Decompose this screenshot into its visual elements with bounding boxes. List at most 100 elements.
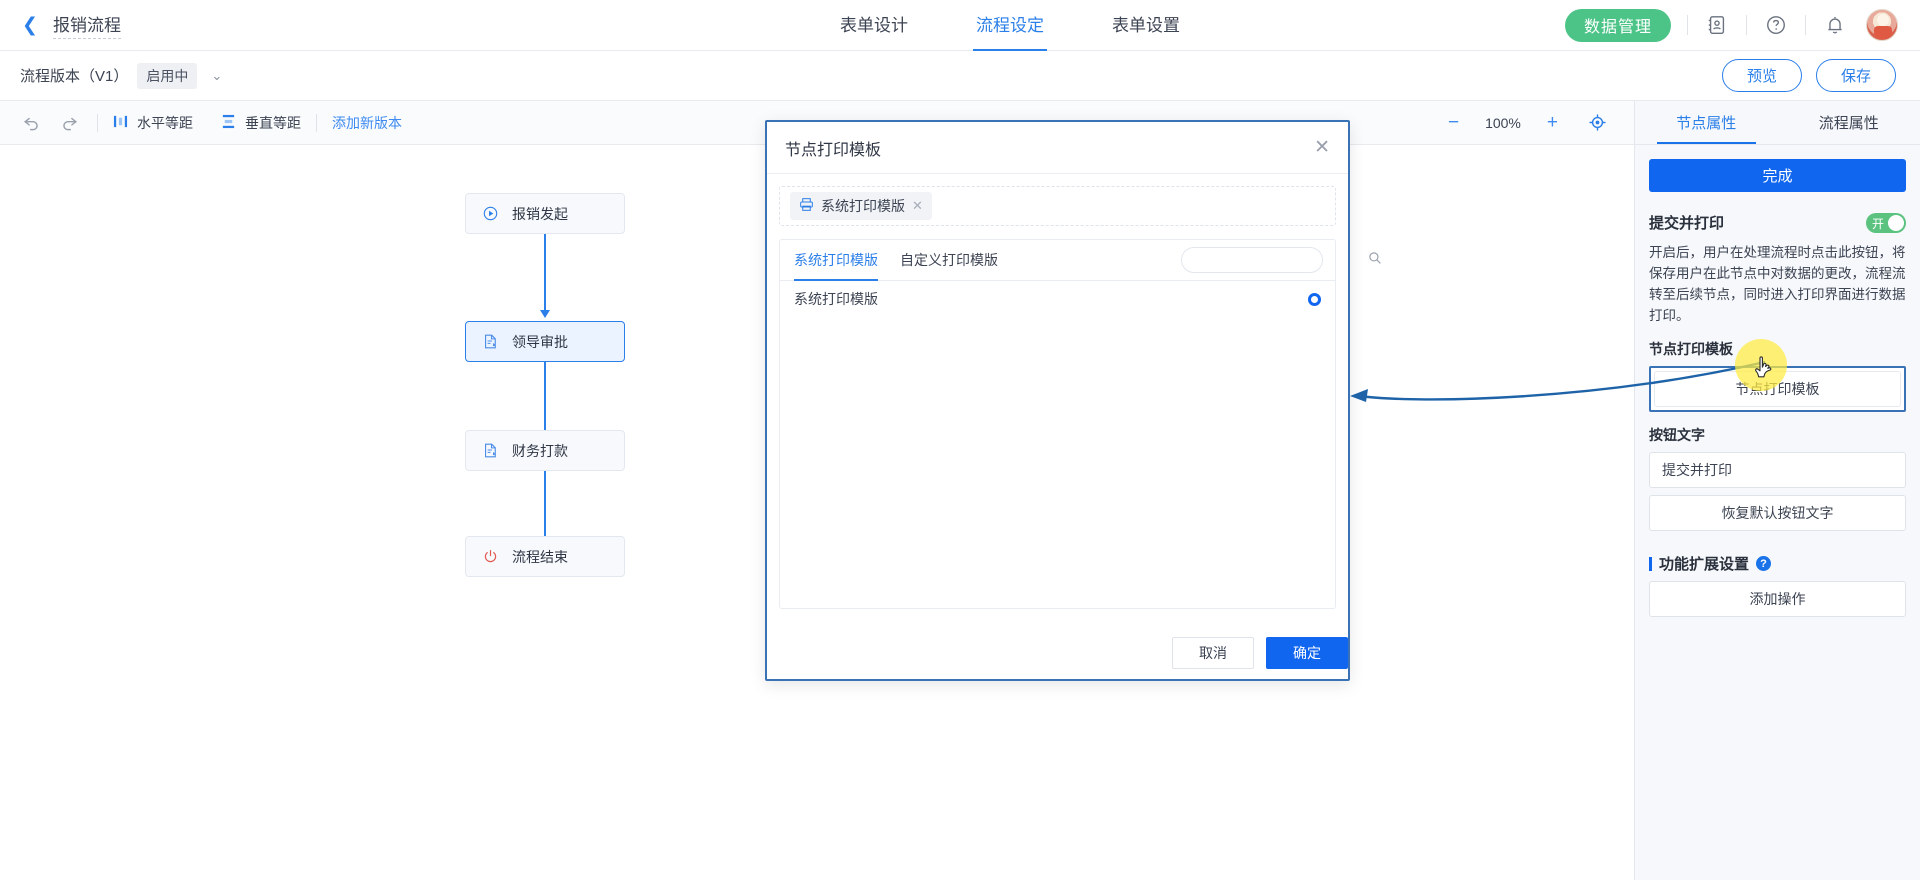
node-print-template-label: 节点打印模板 [1649,341,1733,357]
submit-print-title: 提交并打印 [1649,215,1725,232]
help-circle-icon[interactable]: ? [1756,556,1772,571]
flow-node-label: 领导审批 [512,333,568,350]
modal-footer: 取消 确定 [767,627,1348,679]
template-name: 系统打印模版 [794,291,878,307]
radio-selected-icon[interactable] [1308,292,1321,306]
button-text-label: 按钮文字 [1649,427,1705,443]
flow-connector [544,234,546,312]
tab-flow-settings[interactable]: 流程设定 [973,0,1047,51]
tab-node-properties[interactable]: 节点属性 [1635,101,1778,144]
horizontal-distribute-label: 水平等距 [137,114,193,131]
submit-print-toggle[interactable]: 开 [1866,212,1906,233]
button-text-input[interactable]: 提交并打印 [1649,452,1906,488]
toggle-label: 开 [1872,216,1885,231]
version-bar: 流程版本（V1） 启用中 ⌄ 预览 保存 [0,51,1920,101]
version-label: 流程版本（V1） [20,68,129,85]
divider [97,113,98,132]
document-edit-icon [482,333,499,350]
cancel-button[interactable]: 取消 [1172,637,1254,669]
chevron-left-icon[interactable]: ❮ [22,14,38,36]
add-operation-button[interactable]: 添加操作 [1649,581,1906,617]
right-panel-tabs: 节点属性 流程属性 [1635,101,1920,145]
horizontal-distribute-icon [113,114,128,132]
chevron-down-icon[interactable]: ⌄ [211,67,223,83]
right-properties-panel: 节点属性 流程属性 完成 提交并打印 开 开启后，用户在处理流程时点击此按钮，将… [1634,101,1920,880]
flow-node-label: 报销发起 [512,205,568,222]
horizontal-distribute-button[interactable]: 水平等距 [113,113,193,133]
flow-node-label: 流程结束 [512,548,568,565]
toggle-knob [1888,214,1904,231]
vertical-distribute-button[interactable]: 垂直等距 [221,113,301,133]
help-circle-icon[interactable] [1763,12,1789,38]
flow-node-leader-approval[interactable]: 领导审批 [465,321,625,362]
node-print-template-button[interactable]: 节点打印模板 [1654,371,1901,407]
template-search[interactable] [1181,247,1381,273]
save-button[interactable]: 保存 [1815,59,1896,92]
selected-template-chip[interactable]: 系统打印模版 ✕ [790,192,932,220]
flow-connector-arrow [540,310,550,318]
modal-title: 节点打印模板 [785,141,882,159]
flow-node-end[interactable]: 流程结束 [465,536,625,577]
divider [1746,15,1747,35]
restore-default-button-text-button[interactable]: 恢复默认按钮文字 [1649,495,1906,531]
submit-print-header: 提交并打印 开 [1649,212,1906,233]
search-input[interactable] [1192,252,1368,268]
header-left: ❮ 报销流程 [0,11,520,39]
section-accent-bar [1649,556,1652,571]
tab-custom-templates[interactable]: 自定义打印模版 [900,251,998,268]
redo-icon[interactable] [56,110,82,136]
close-icon[interactable]: ✕ [1314,137,1330,158]
tab-system-templates[interactable]: 系统打印模版 [794,240,878,281]
data-management-button[interactable]: 数据管理 [1564,8,1671,42]
zoom-value: 100% [1485,114,1521,131]
undo-icon[interactable] [18,110,44,136]
vertical-distribute-label: 垂直等距 [245,114,301,131]
header-right: 数据管理 [1500,8,1920,42]
avatar[interactable] [1866,9,1898,41]
divider [1805,15,1806,35]
template-picker-tabs: 系统打印模版 自定义打印模版 [780,240,1381,281]
flow-node-finance-payment[interactable]: 财务打款 [465,430,625,471]
modal-header: 节点打印模板 ✕ [767,122,1348,174]
done-button[interactable]: 完成 [1649,159,1906,192]
flow-connector [544,362,546,440]
preview-button[interactable]: 预览 [1721,59,1802,92]
version-bar-actions: 预览 保存 [1721,59,1920,92]
bell-icon[interactable] [1822,12,1848,38]
node-print-template-modal: 节点打印模板 ✕ 系统打印模版 ✕ 系统打印模版 自定义打印模版 [765,120,1381,681]
page-title[interactable]: 报销流程 [53,11,121,39]
search-icon[interactable] [1368,251,1382,270]
confirm-button[interactable]: 确定 [1266,637,1348,669]
flow-node-start[interactable]: 报销发起 [465,193,625,234]
header-tabs: 表单设计 流程设定 表单设置 [520,0,1500,51]
right-panel-body: 完成 提交并打印 开 开启后，用户在处理流程时点击此按钮，将保存用户在此节点中对… [1635,145,1920,617]
top-header: ❮ 报销流程 表单设计 流程设定 表单设置 数据管理 [0,0,1920,51]
contacts-icon[interactable] [1704,12,1730,38]
add-new-version-link[interactable]: 添加新版本 [332,114,402,131]
flow-node-label: 财务打款 [512,442,568,459]
vertical-distribute-icon [221,114,236,132]
extension-section-title: 功能扩展设置 ? [1649,553,1906,574]
document-edit-icon [482,442,499,459]
target-icon[interactable] [1584,110,1610,136]
tab-form-design[interactable]: 表单设计 [840,15,908,35]
close-icon[interactable]: ✕ [912,198,923,213]
submit-print-description: 开启后，用户在处理流程时点击此按钮，将保存用户在此节点中对数据的更改，流程流转至… [1649,245,1906,323]
extension-title: 功能扩展设置 [1659,556,1750,573]
zoom-controls: − 100% + [1448,110,1634,136]
zoom-out-button[interactable]: − [1447,112,1460,133]
tab-form-settings[interactable]: 表单设置 [1112,15,1180,35]
play-circle-icon [482,205,499,222]
template-picker: 系统打印模版 自定义打印模版 系统打印模版 [779,239,1381,609]
divider [316,113,317,132]
flow-connector [544,471,546,549]
chip-label: 系统打印模版 [821,198,905,214]
node-print-template-focus-ring: 节点打印模板 [1649,366,1906,412]
status-badge: 启用中 [137,62,198,89]
selected-templates-area[interactable]: 系统打印模版 ✕ [779,186,1336,226]
zoom-in-button[interactable]: + [1546,112,1558,133]
tab-flow-properties[interactable]: 流程属性 [1818,115,1879,132]
divider [1687,15,1688,35]
list-item[interactable]: 系统打印模版 [780,281,1335,317]
